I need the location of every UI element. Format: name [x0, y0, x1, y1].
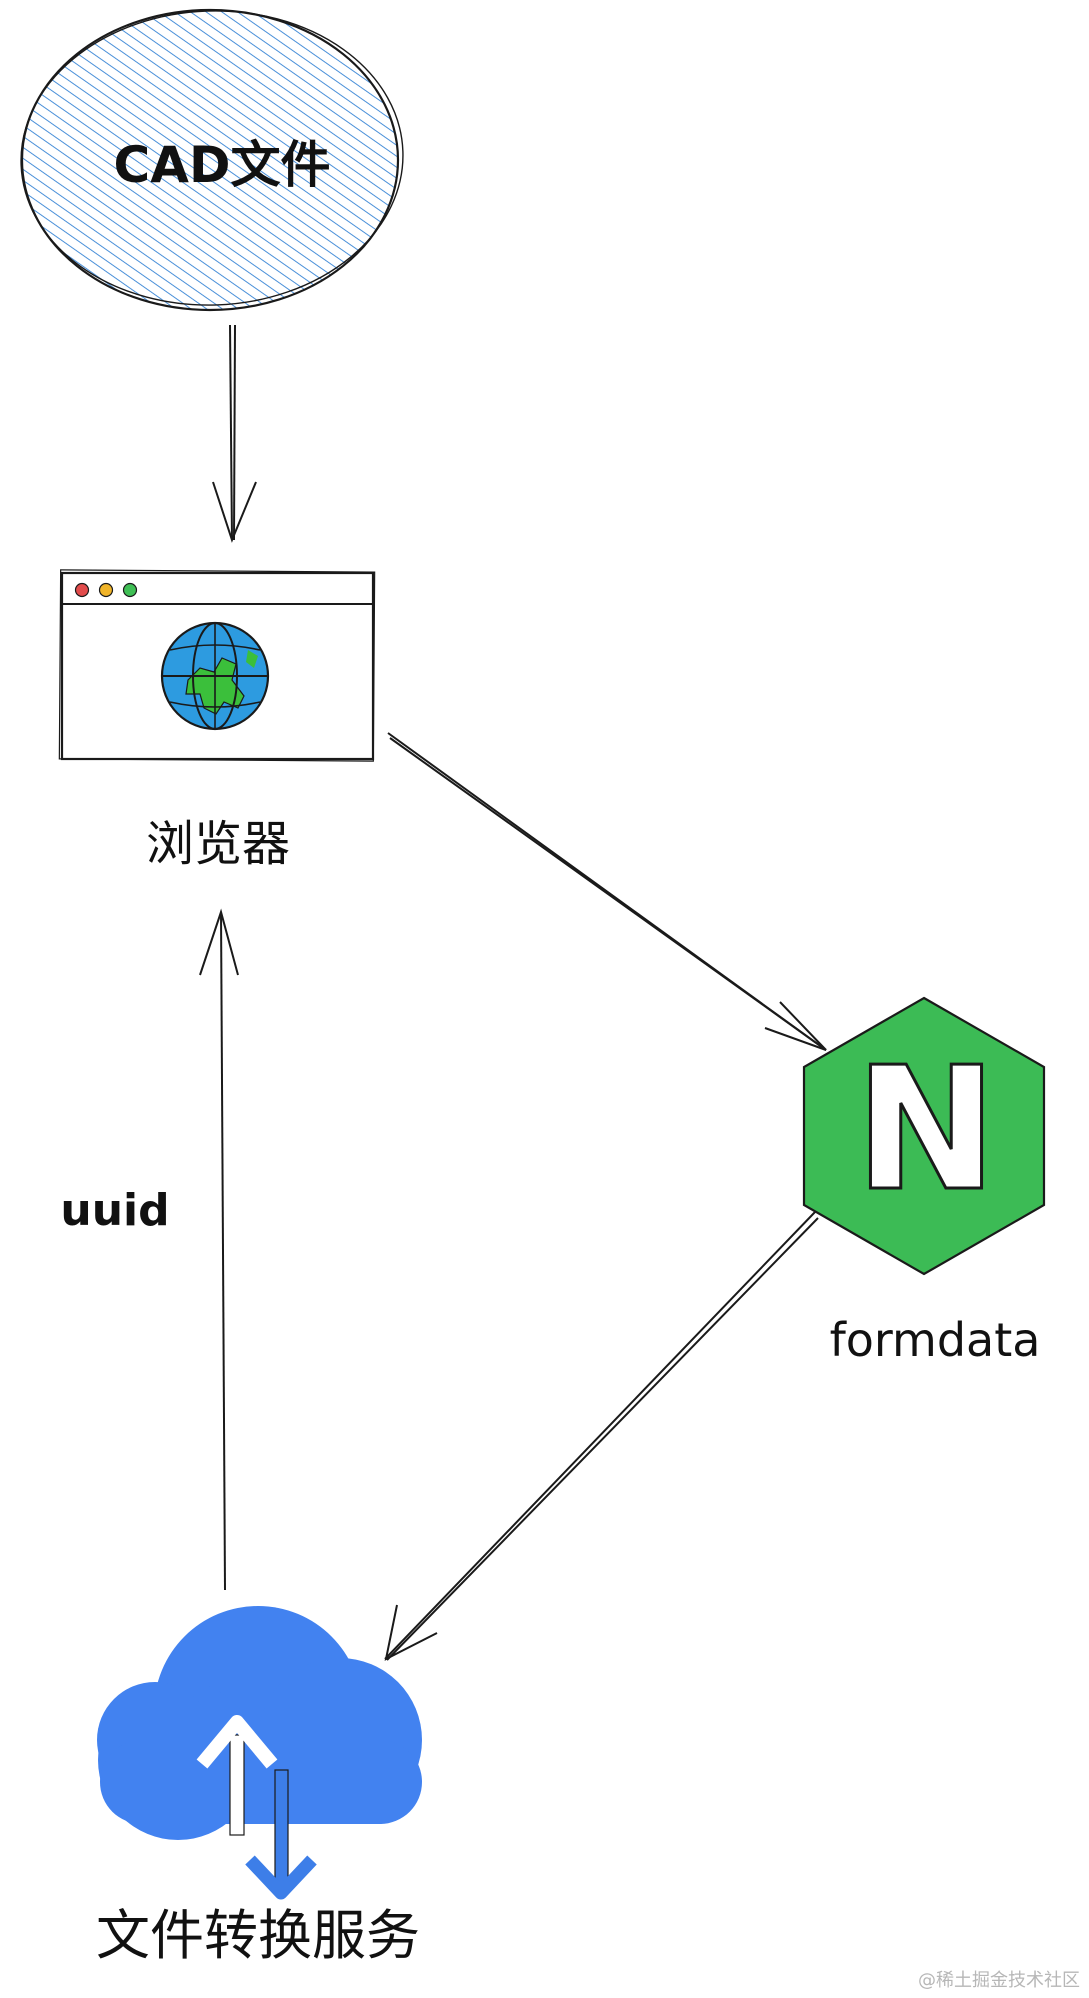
browser-close-dot-icon — [74, 582, 90, 598]
nginx-glyph: N — [855, 1031, 997, 1229]
browser-maximize-dot-icon — [122, 582, 138, 598]
cad-file-label: CAD文件 — [114, 136, 331, 194]
conversion-service-label: 文件转换服务 — [96, 1904, 420, 1967]
browser-minimize-dot-icon — [98, 582, 114, 598]
watermark-text: @稀土掘金技术社区 — [918, 1970, 1080, 1991]
nginx-node: N formdata — [802, 996, 1046, 1367]
nginx-hexagon-icon — [802, 996, 1046, 1276]
browser-window-frame-sketch — [58, 569, 376, 762]
arrow-cad-to-browser — [212, 324, 257, 543]
conversion-service-node: 文件转换服务 — [96, 1606, 422, 1967]
arrow-nginx-to-service — [384, 1211, 819, 1661]
nginx-label: formdata — [830, 1313, 1041, 1367]
arrow-service-to-browser — [199, 908, 239, 1591]
upload-download-arrows-icon — [196, 1715, 317, 1900]
edge-label-uuid: uuid — [60, 1185, 169, 1236]
arrow-browser-to-nginx — [387, 732, 827, 1051]
browser-node: 浏览器 — [58, 569, 376, 872]
browser-label: 浏览器 — [146, 816, 290, 872]
cad-file-node: CAD文件 — [20, 8, 404, 312]
cad-file-ellipse-sketch — [20, 10, 404, 306]
cad-file-ellipse — [20, 8, 400, 312]
globe-icon — [160, 621, 270, 731]
cloud-icon — [97, 1606, 422, 1840]
